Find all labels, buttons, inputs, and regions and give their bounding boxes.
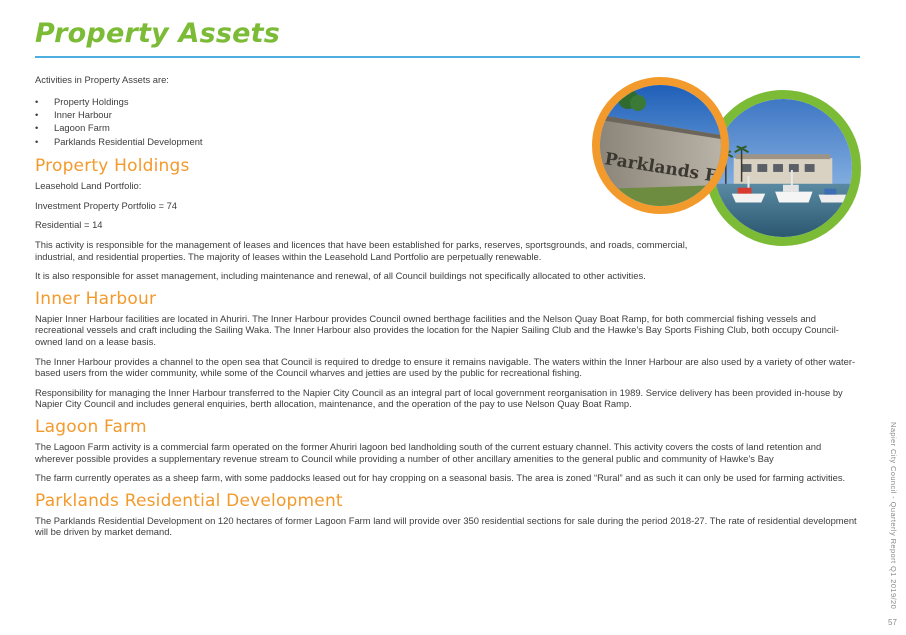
section-lagoon-farm: Lagoon Farm The Lagoon Farm activity is … [35, 416, 861, 484]
section-heading: Inner Harbour [35, 288, 157, 309]
title-divider [35, 56, 860, 58]
paragraph: The Inner Harbour provides a channel to … [35, 355, 856, 379]
parklands-sign-photo: Parklands Est [592, 77, 729, 214]
paragraph: This activity is responsible for the man… [35, 239, 688, 262]
paragraph: Napier Inner Harbour facilities are loca… [35, 312, 839, 347]
paragraph: The Lagoon Farm activity is a commercial… [35, 440, 822, 464]
page-number: 57 [888, 618, 897, 627]
list-item: Parklands Residential Development [35, 135, 861, 149]
page-title: Property Assets [35, 18, 281, 49]
list-item: Inner Harbour [35, 108, 861, 122]
intro-text: Activities in Property Assets are: [35, 74, 169, 85]
paragraph: The farm currently operates as a sheep f… [35, 472, 846, 484]
section-heading: Lagoon Farm [35, 416, 147, 437]
section-property-holdings: Property Holdings Leasehold Land Portfol… [35, 157, 861, 282]
section-heading: Property Holdings [35, 156, 190, 177]
report-footer-text: Napier City Council - Quarterly Report Q… [889, 422, 898, 610]
list-item: Lagoon Farm [35, 121, 861, 135]
paragraph: The Parklands Residential Development on… [35, 514, 857, 538]
activities-list: Property Holdings Inner Harbour Lagoon F… [35, 95, 861, 149]
section-heading: Parklands Residential Development [35, 490, 343, 511]
paragraph: Residential = 14 [35, 219, 103, 231]
list-item: Property Holdings [35, 95, 861, 109]
parklands-sign-image: Parklands Est [600, 85, 721, 206]
paragraph: Responsibility for managing the Inner Ha… [35, 386, 843, 410]
section-inner-harbour: Inner Harbour Napier Inner Harbour facil… [35, 288, 861, 410]
section-parklands: Parklands Residential Development The Pa… [35, 490, 861, 538]
paragraph: Leasehold Land Portfolio: [35, 180, 142, 192]
main-content: Activities in Property Assets are: Prope… [35, 74, 861, 546]
paragraph: Investment Property Portfolio = 74 [35, 199, 177, 211]
paragraph: It is also responsible for asset managem… [35, 270, 646, 282]
